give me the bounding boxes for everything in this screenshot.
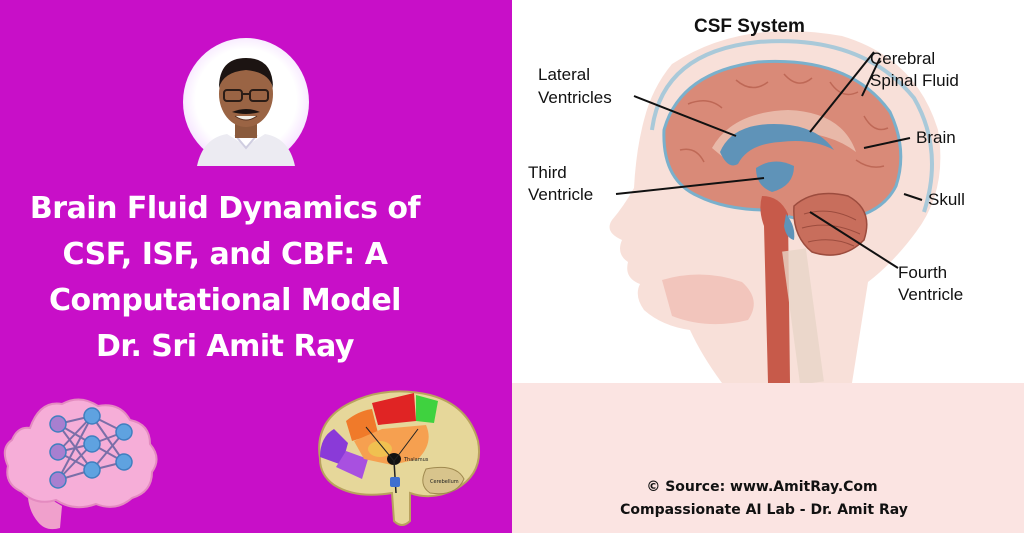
label-csf-1: Cerebral [870, 49, 935, 68]
cerebellum-label: Cerebellum [430, 479, 459, 485]
title-line-2: CSF, ISF, and CBF: A [62, 237, 388, 272]
csf-system-diagram: CSF System Lateral Ventricles Cerebral S… [528, 16, 965, 383]
label-fourth-2: Ventricle [898, 285, 963, 304]
left-panel: Brain Fluid Dynamics of CSF, ISF, and CB… [0, 0, 512, 533]
label-lateral-2: Ventricles [538, 88, 612, 107]
label-brain: Brain [916, 128, 956, 147]
lab-credit: Compassionate AI Lab - Dr. Amit Ray [620, 502, 908, 518]
neural-network-brain-icon [3, 398, 158, 530]
label-csf-2: Spinal Fluid [870, 71, 959, 90]
title-line-4: Dr. Sri Amit Ray [96, 329, 354, 364]
label-lateral-1: Lateral [538, 65, 590, 84]
label-third-1: Third [528, 163, 567, 182]
diagram-title: CSF System [694, 16, 805, 37]
label-third-2: Ventricle [528, 185, 593, 204]
label-fourth-1: Fourth [898, 263, 947, 282]
title-line-1: Brain Fluid Dynamics of [29, 191, 421, 226]
author-portrait [183, 38, 309, 166]
source-credit-box: © Source: www.AmitRay.Com Compassionate … [512, 383, 1024, 533]
presentation-title: Brain Fluid Dynamics of CSF, ISF, and CB… [0, 186, 450, 370]
brain-function-map-icon: Thalamus Cerebellum [318, 390, 480, 526]
source-credit: © Source: www.AmitRay.Com [646, 479, 878, 495]
thalamus-label: Thalamus [403, 457, 429, 463]
title-line-3: Computational Model [49, 283, 401, 318]
label-skull: Skull [928, 190, 965, 209]
